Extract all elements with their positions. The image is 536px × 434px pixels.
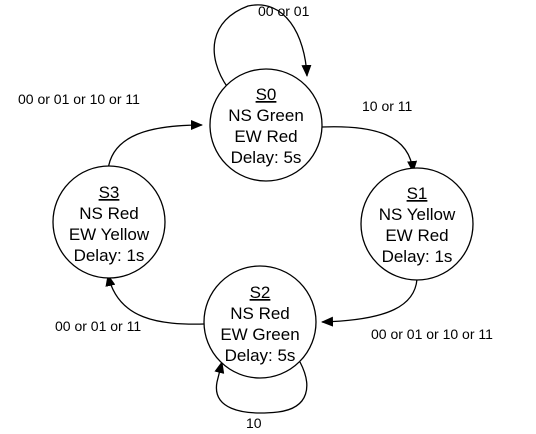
state-s1: S1 NS Yellow EW Red Delay: 1s [360, 167, 474, 281]
state-s2-line1: NS Red [230, 304, 290, 323]
state-s3-line1: NS Red [79, 204, 139, 223]
state-s1-circle [360, 167, 474, 281]
state-s1-line2: EW Red [385, 226, 448, 245]
edge-s2-self [214, 361, 308, 414]
state-s3-line3: Delay: 1s [74, 246, 145, 265]
state-s1-name: S1 [407, 184, 428, 203]
edge-s1-to-s2 [321, 278, 418, 327]
state-s0-line3: Delay: 5s [231, 148, 302, 167]
edge-s2-to-s3 [105, 274, 205, 325]
edge-s0-to-s1 [321, 126, 418, 173]
label-s1-to-s2: 00 or 01 or 10 or 11 [371, 326, 493, 342]
state-s0-line2: EW Red [234, 127, 297, 146]
state-s0-line1: NS Green [228, 106, 304, 125]
state-s3-name: S3 [99, 183, 120, 202]
state-s2-line3: Delay: 5s [225, 346, 296, 365]
state-s2-line2: EW Green [220, 325, 299, 344]
state-s3-circle [52, 165, 166, 279]
state-s1-line1: NS Yellow [379, 205, 456, 224]
edge-s3-to-s0 [107, 120, 203, 171]
state-s2-name: S2 [250, 283, 271, 302]
label-s2-to-s3: 00 or 01 or 11 [55, 318, 141, 334]
edge-s0-self [213, 4, 312, 89]
state-s3: S3 NS Red EW Yellow Delay: 1s [52, 165, 166, 279]
state-s3-line2: EW Yellow [69, 225, 150, 244]
state-s2: S2 NS Red EW Green Delay: 5s [203, 265, 317, 379]
state-s0: S0 NS Green EW Red Delay: 5s [209, 68, 323, 182]
state-s2-circle [203, 265, 317, 379]
state-s1-line3: Delay: 1s [382, 247, 453, 266]
label-s0-to-s1: 10 or 11 [362, 98, 413, 114]
label-s0-self: 00 or 01 [258, 3, 310, 19]
state-s0-circle [209, 68, 323, 182]
state-s0-name: S0 [256, 85, 277, 104]
label-s3-to-s0: 00 or 01 or 10 or 11 [18, 91, 140, 107]
label-s2-self: 10 [246, 415, 262, 431]
